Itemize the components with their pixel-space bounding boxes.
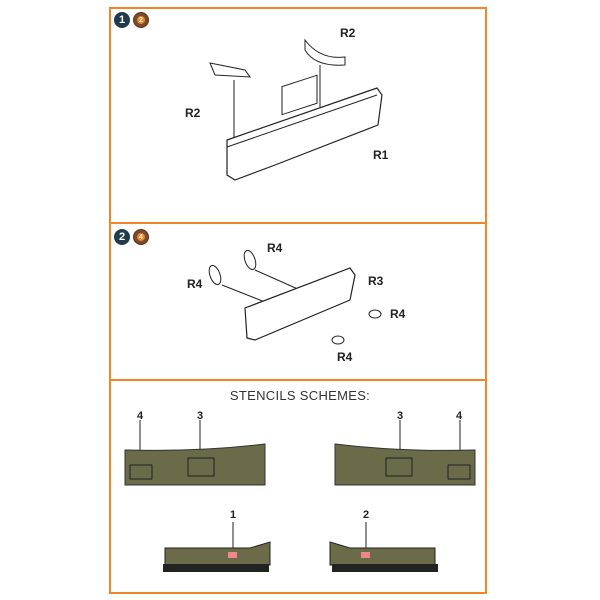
callout-1: 1 [230,509,237,521]
part-label-r3: R3 [368,274,384,288]
part-label-r2-left: R2 [185,106,201,120]
part-label-r4-right: R4 [390,307,406,321]
part-label-r4-bottom: R4 [337,350,353,364]
step-number-badge: 2 [114,229,130,245]
callout-3-left: 3 [197,410,204,422]
glue-icon: 4 [133,229,149,245]
step-2-drawing [208,249,382,345]
callout-4-right: 4 [456,410,463,422]
instruction-frame [109,7,487,594]
part-label-r4-top: R4 [267,241,283,255]
callout-2: 2 [363,509,370,521]
step-2-header: 2 4 [114,229,149,245]
divider-step1-step2 [109,222,487,224]
stencil-top-views [163,522,438,572]
callout-4-left: 4 [137,410,144,422]
stencils-title: STENCILS SCHEMES: [229,388,371,403]
stencil-side-views [124,420,476,486]
part-label-r1: R1 [373,148,389,162]
divider-step2-stencils [109,379,487,381]
step-1-drawing [209,38,383,181]
glue-icon: 2 [133,12,149,28]
part-label-r2-top: R2 [340,26,356,40]
step-number-badge: 1 [114,12,130,28]
callout-3-right: 3 [397,410,404,422]
step-1-header: 1 2 [114,12,149,28]
part-label-r4-left: R4 [187,277,203,291]
